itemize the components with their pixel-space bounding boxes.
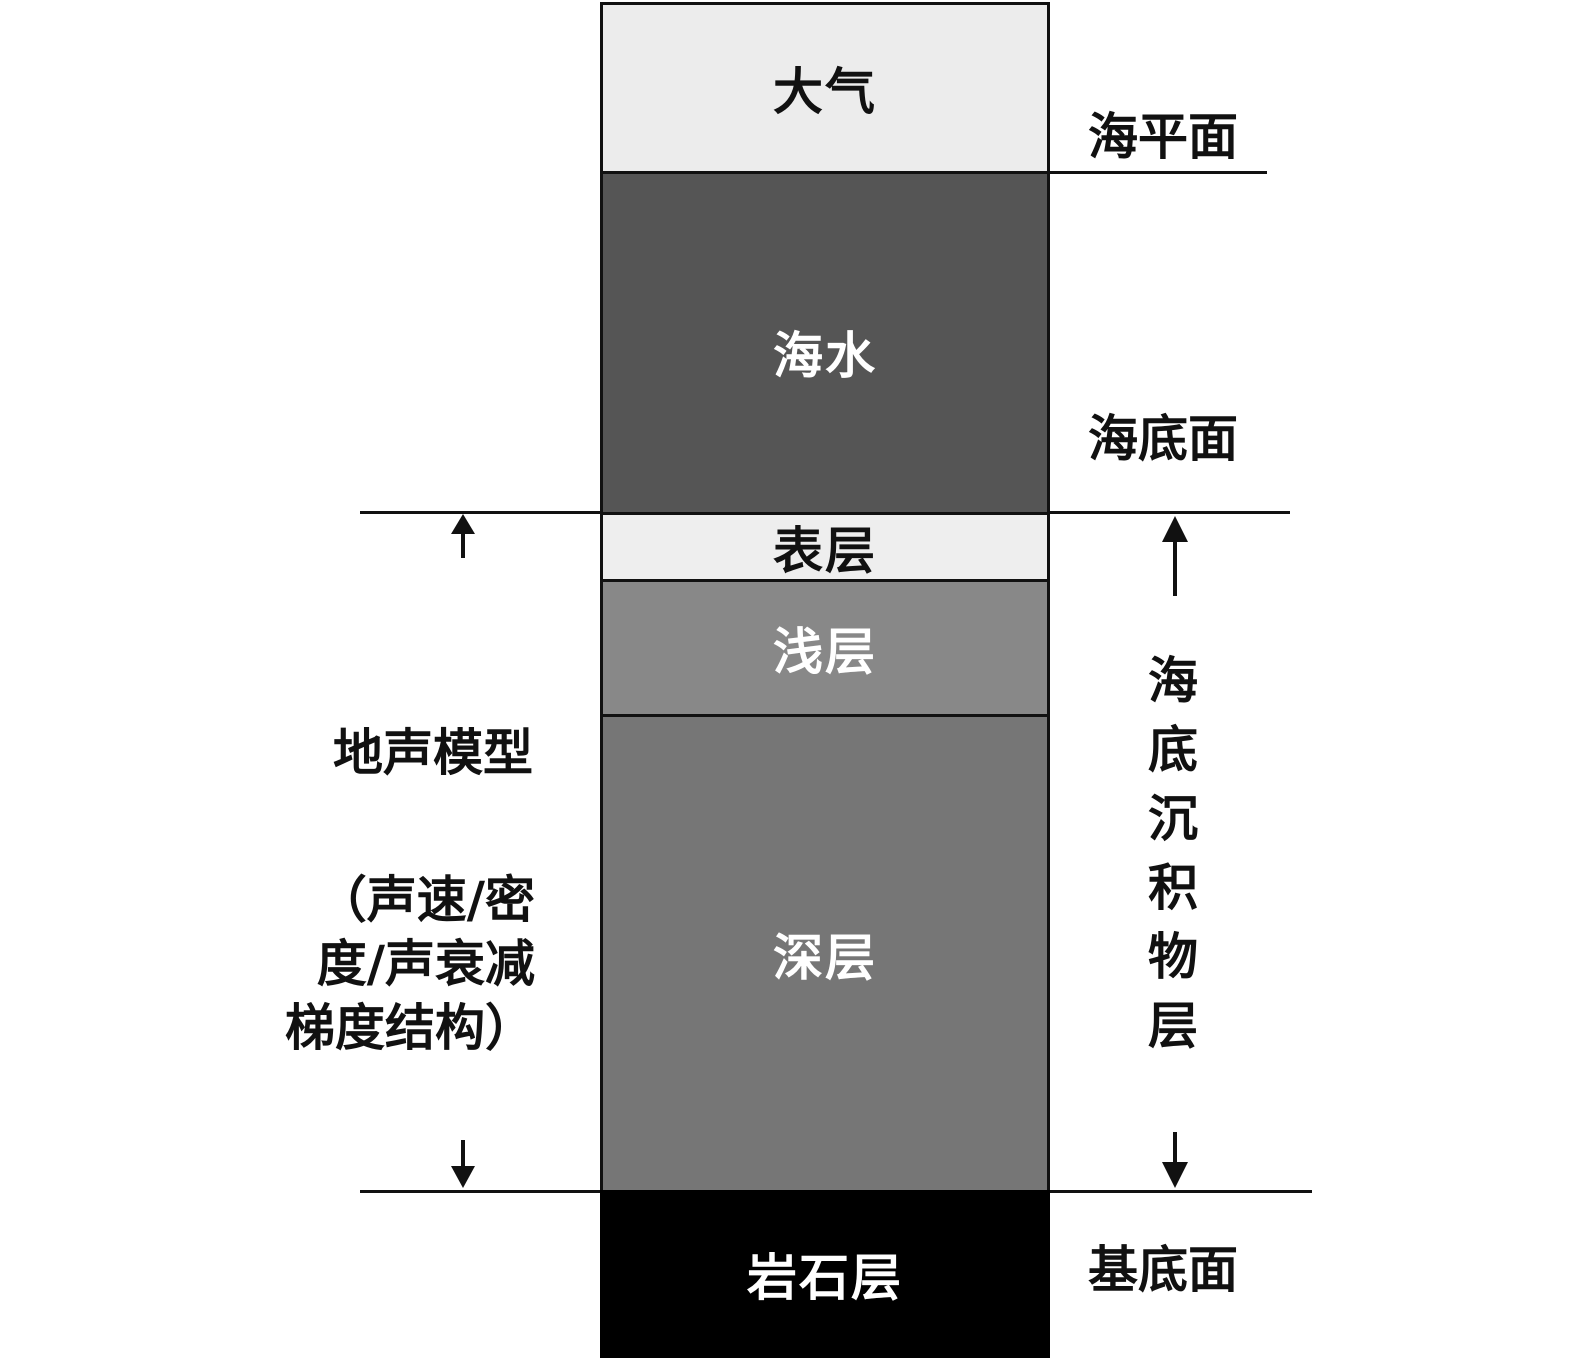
atmosphere-label: 大气 (773, 62, 877, 121)
right-up-arrow-icon (1162, 516, 1188, 596)
geoacoustic-model-title: 地声模型 (333, 723, 533, 782)
seafloor-line-right (1050, 511, 1290, 514)
geoacoustic-model-detail: （声速/密 度/声衰减 梯度结构） (285, 868, 535, 1060)
deep-layer: 深层 (600, 714, 1050, 1194)
detail-line-1: （声速/密 (316, 870, 535, 929)
rock-layer: 岩石层 (600, 1190, 1050, 1358)
basement-line-right (1050, 1190, 1312, 1193)
deep-layer-label: 深层 (773, 928, 877, 987)
rock-layer-label: 岩石层 (747, 1248, 903, 1307)
sea-level-line (1050, 171, 1267, 174)
surface-layer-label: 表层 (773, 521, 877, 580)
seawater-label: 海水 (773, 326, 877, 385)
shallow-layer: 浅层 (600, 579, 1050, 717)
seafloor-label: 海底面 (1088, 409, 1238, 468)
shallow-layer-label: 浅层 (773, 622, 877, 681)
basement-label: 基底面 (1088, 1240, 1238, 1299)
detail-line-3: 梯度结构） (285, 998, 535, 1057)
surface-layer: 表层 (600, 512, 1050, 582)
basement-line-left (360, 1190, 600, 1193)
atmosphere-layer: 大气 (600, 2, 1050, 174)
sea-level-label: 海平面 (1088, 107, 1238, 166)
sediment-layer-vertical-label: 海底沉积物层 (1148, 651, 1198, 1055)
left-down-arrow-icon (451, 1140, 475, 1188)
detail-line-2: 度/声衰减 (316, 934, 535, 993)
seafloor-line-left (360, 511, 600, 514)
right-down-arrow-icon (1162, 1132, 1188, 1188)
left-up-arrow-icon (451, 514, 475, 558)
